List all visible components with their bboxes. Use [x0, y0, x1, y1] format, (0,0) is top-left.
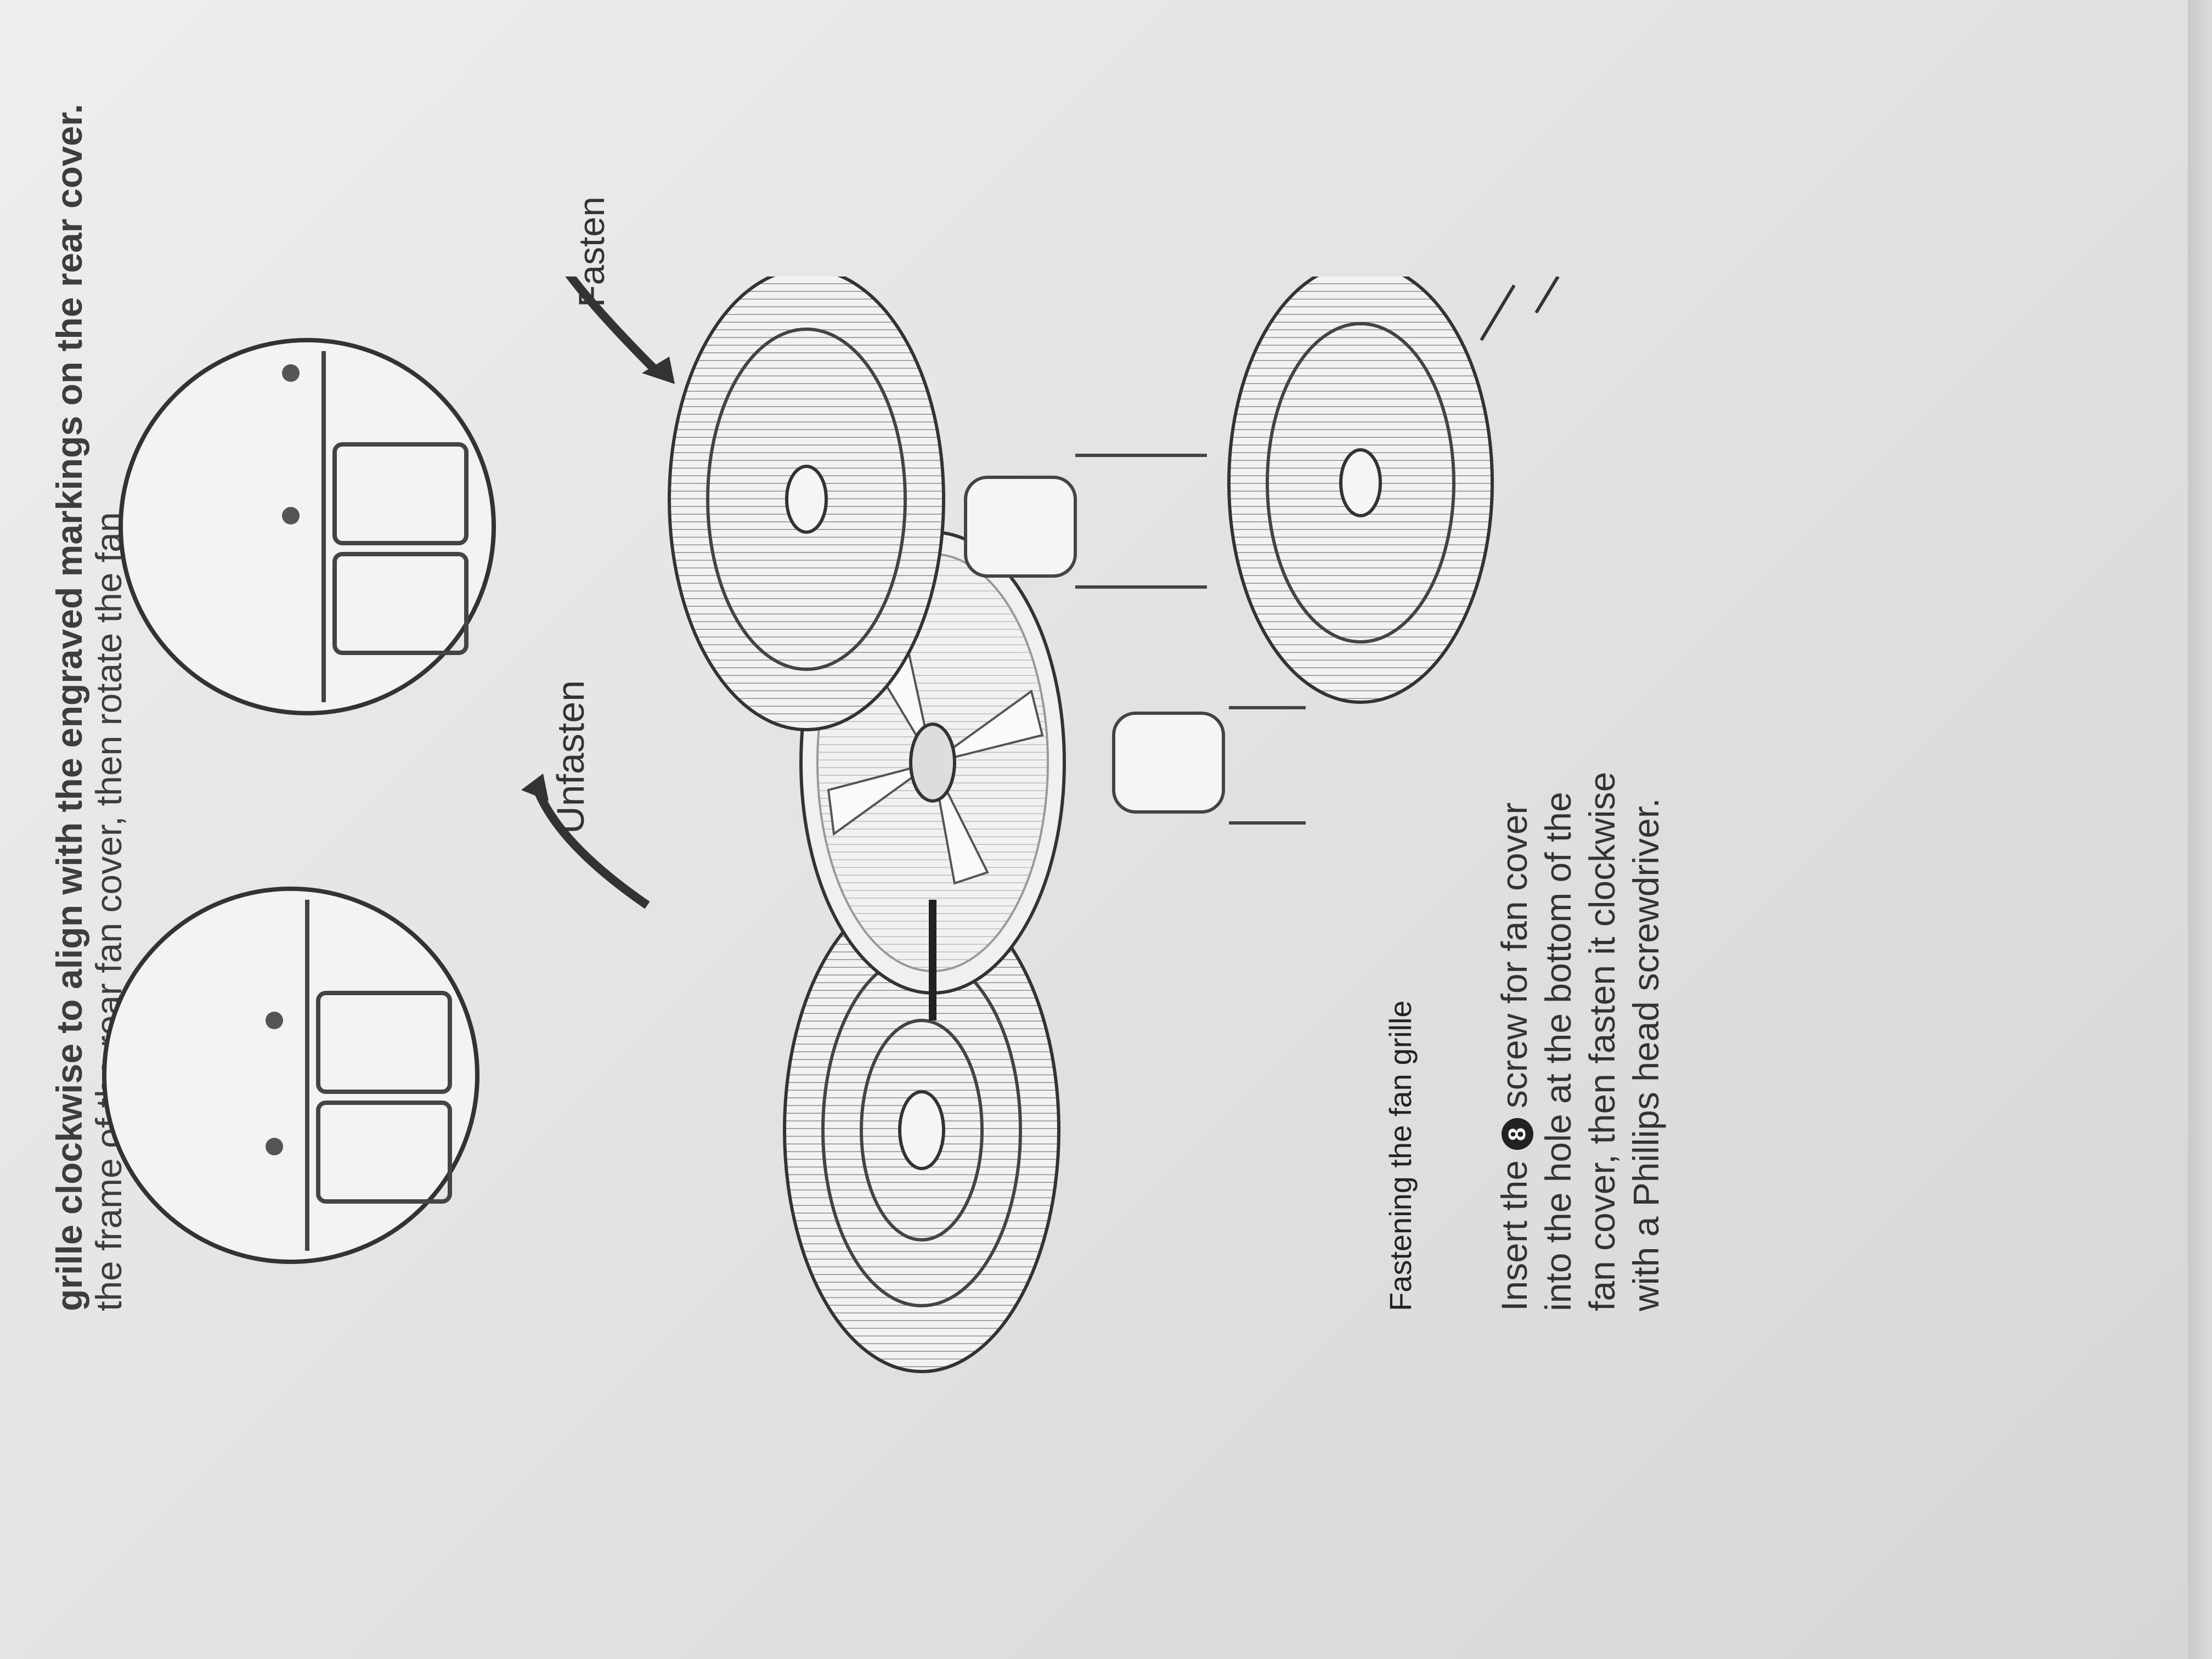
- manual-page: grille clockwise to align with the engra…: [0, 104, 2212, 1383]
- instruction-line-1: Insert the 8 screw for fan cover: [1492, 488, 1536, 1311]
- part-number-badge: 8: [1501, 1118, 1533, 1150]
- page-edge: [2188, 0, 2212, 1659]
- screw-fan-illustration: [1227, 276, 1560, 704]
- instruction-line-2: into the hole at the bottom of the: [1538, 792, 1578, 1311]
- unfasten-arrow-icon: [533, 788, 650, 909]
- assembled-fan-illustration: [668, 276, 1207, 731]
- instruction-paragraph: Insert the 8 screw for fan cover into th…: [1492, 488, 1668, 1311]
- fasten-label: Fasten: [571, 196, 612, 307]
- instruction-line-1-end: screw for fan cover: [1494, 802, 1534, 1109]
- screw-icon: [1480, 284, 1516, 341]
- unfasten-label: Unfasten: [549, 680, 592, 834]
- fasten-arrow-icon: [561, 276, 662, 376]
- fasten-detail-circle: [119, 338, 496, 715]
- illustrations: [102, 276, 1560, 1373]
- screwdriver-icon: [1534, 276, 1560, 314]
- section-title: Fastening the fan grille: [1383, 1000, 1418, 1311]
- instruction-line-4: with a Phillips head screwdriver.: [1626, 798, 1666, 1311]
- instruction-line-3: fan cover, then fasten it clockwise: [1582, 771, 1622, 1311]
- unfasten-detail-circle: [102, 887, 479, 1264]
- front-grille-illustration: [783, 887, 1060, 1373]
- instruction-line-1-start: Insert the: [1494, 1160, 1534, 1311]
